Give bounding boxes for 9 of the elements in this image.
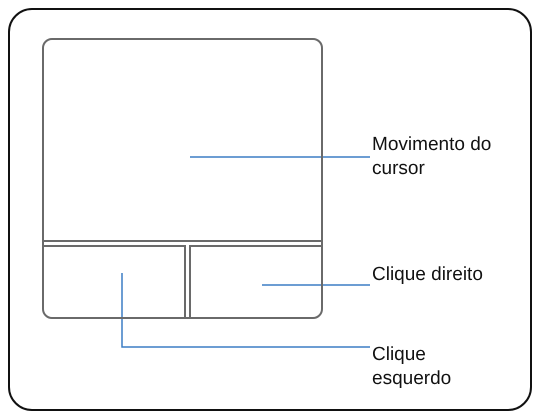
touchpad-outline (42, 38, 323, 319)
leader-line (190, 156, 370, 158)
callout-label: Clique esquerdo (372, 343, 502, 391)
callout-label: Movimento do cursor (372, 133, 502, 181)
callout-label: Clique direito (372, 263, 502, 311)
leader-line (121, 273, 370, 348)
left-button (44, 245, 186, 317)
right-button (189, 245, 321, 317)
leader-line (262, 284, 370, 286)
